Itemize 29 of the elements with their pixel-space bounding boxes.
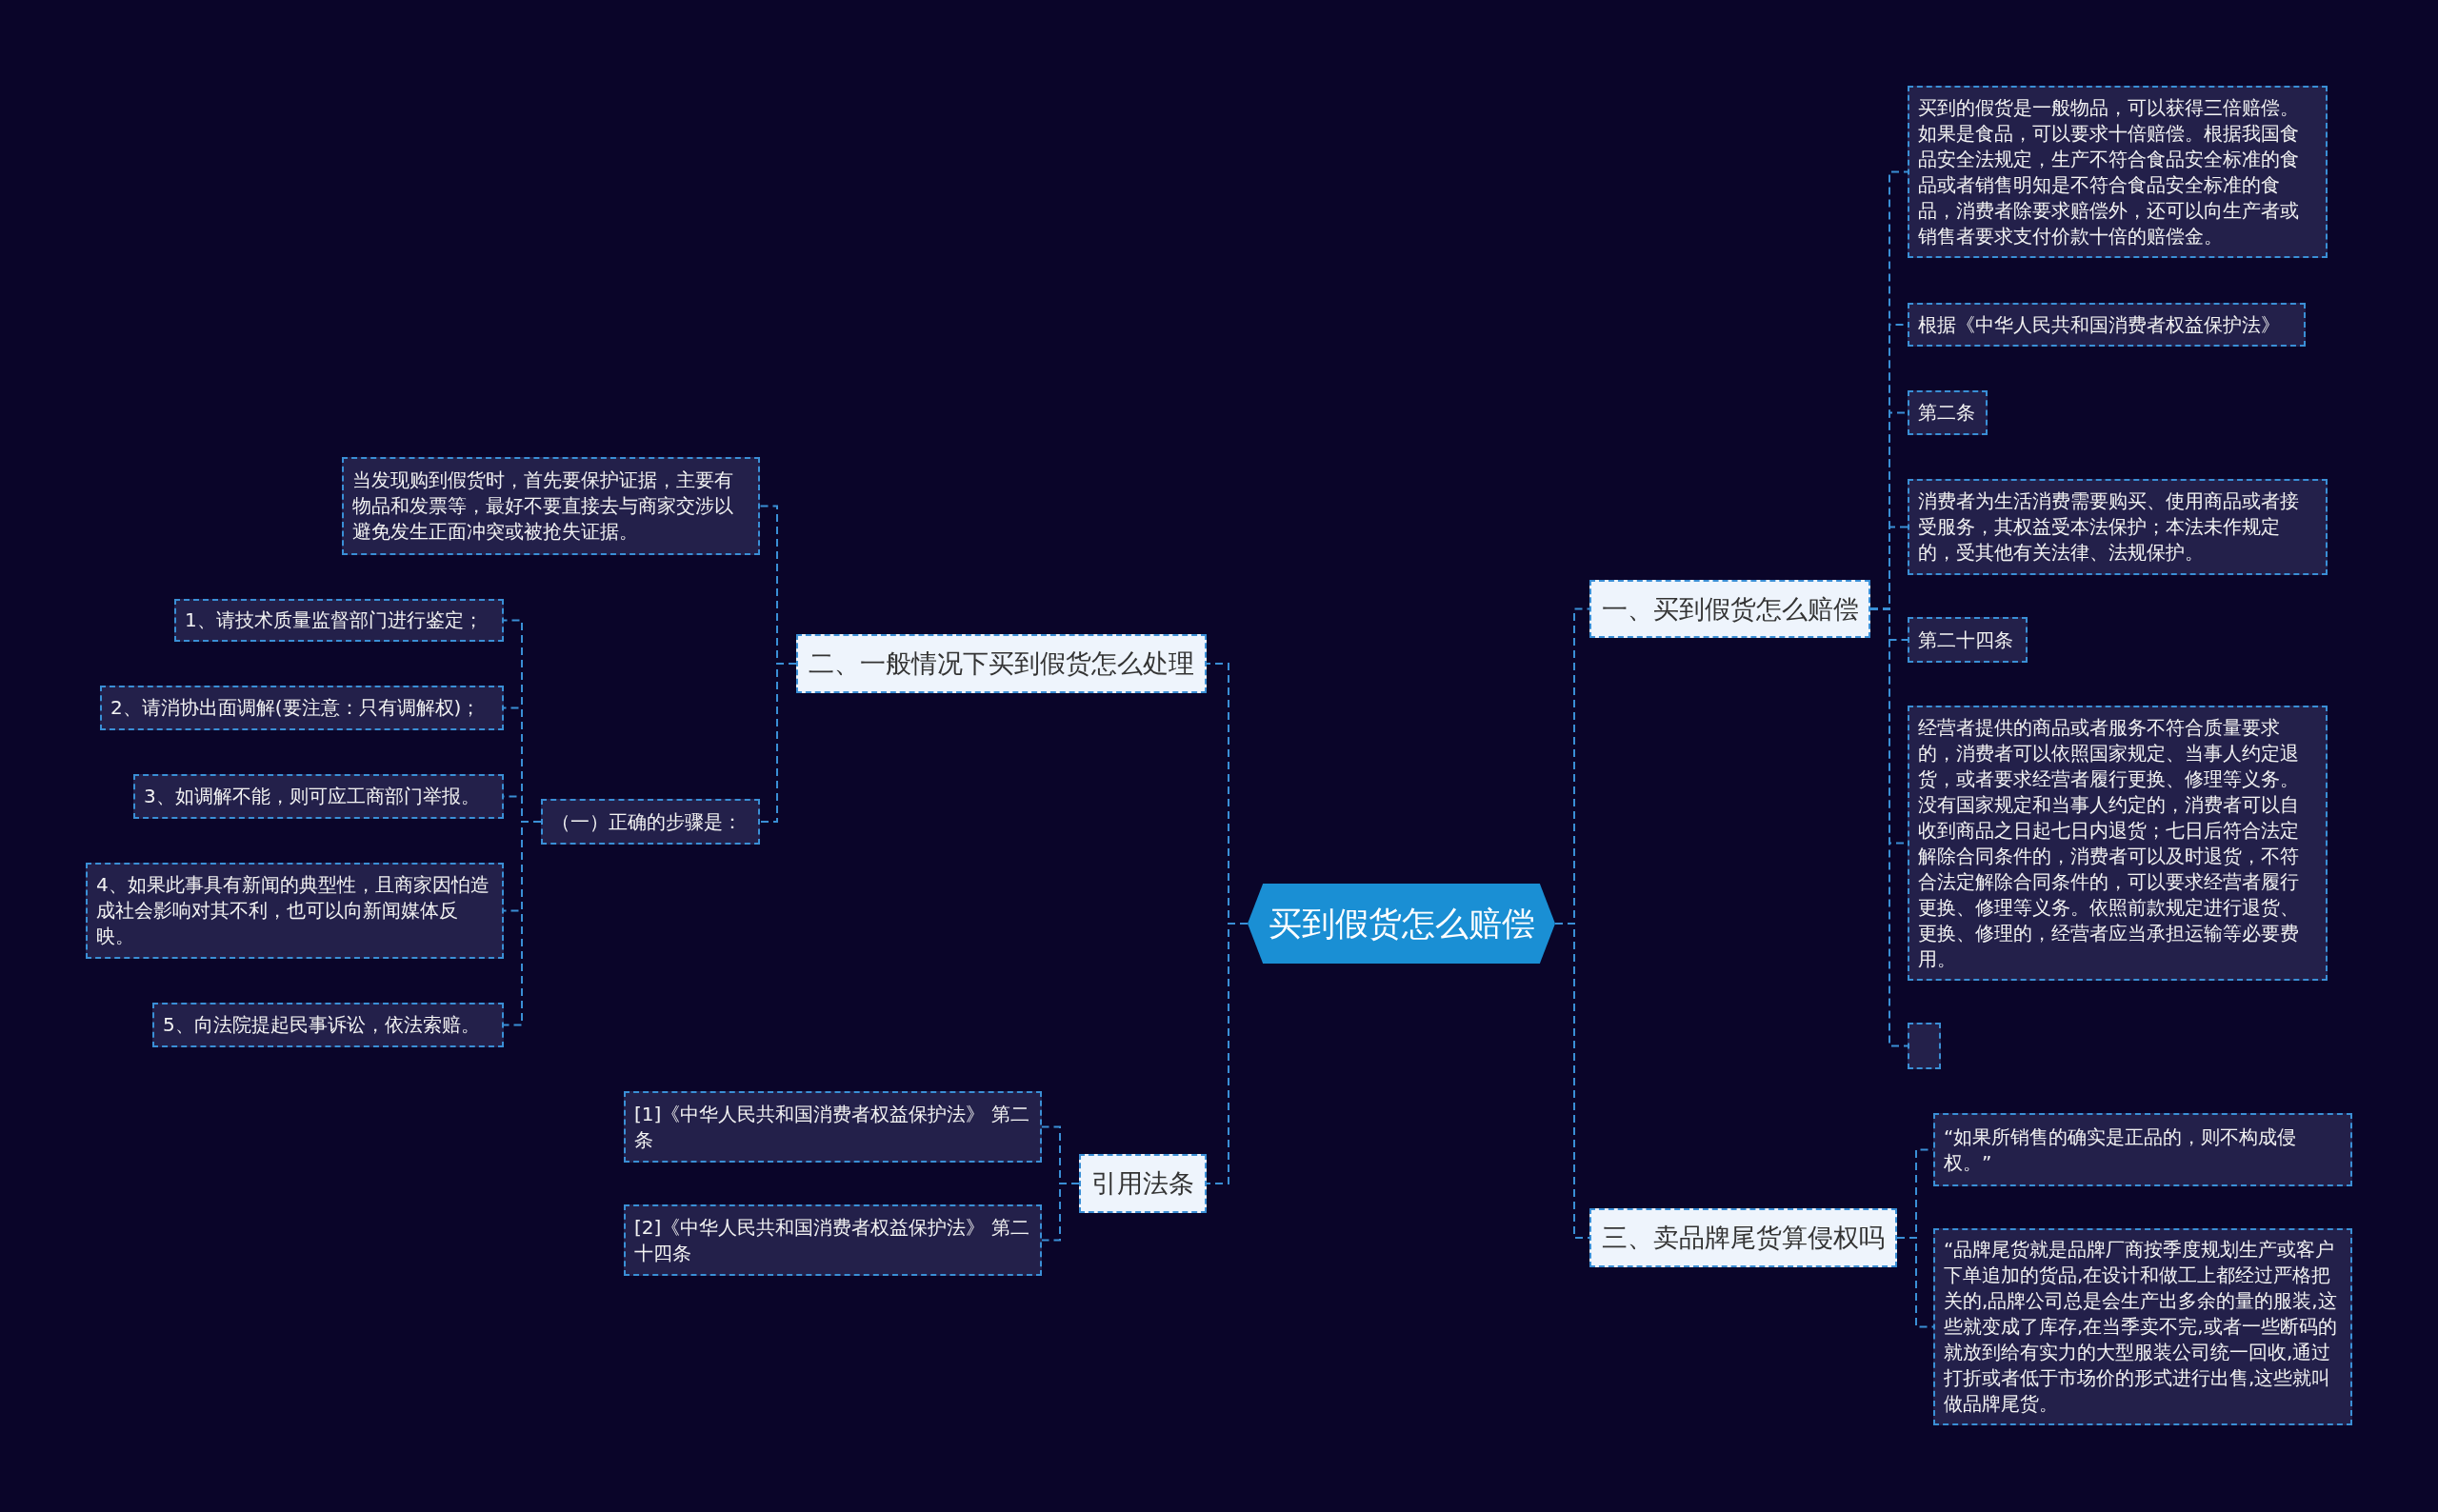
note-box: 第二十四条 — [1908, 617, 2028, 663]
connector-line — [503, 821, 542, 1026]
note-box: （一）正确的步骤是： — [541, 799, 760, 845]
empty-box — [1908, 1023, 1941, 1069]
note-box: 4、如果此事具有新闻的典型性，且商家因怕造成社会影响对其不利，也可以向新闻媒体反映。 — [86, 863, 504, 959]
note-box: 3、如调解不能，则可应工商部门举报。 — [133, 774, 504, 819]
note-box: 1、请技术质量监督部门进行鉴定； — [174, 599, 504, 642]
connector-line — [1041, 1183, 1080, 1242]
note-box: 根据《中华人民共和国消费者权益保护法》 — [1908, 303, 2306, 347]
note-box: [1]《中华人民共和国消费者权益保护法》 第二条 — [624, 1091, 1042, 1163]
note-box: “品牌尾货就是品牌厂商按季度规划生产或客户下单追加的货品,在设计和做工上都经过严格把关的,品牌公司总是会生产出多余的量的服装,这些就变成了库存,在当季卖不完,或者一些断码的就放到给有实力的大型服装公司统一回收,通过打折或者低于市场价的形式进行出售,这些就叫做品牌尾货。 — [1933, 1228, 2352, 1425]
note-box: 2、请消协出面调解(要注意：只有调解权)； — [100, 686, 504, 730]
connector-line — [1206, 923, 1249, 1184]
note-box: 5、向法院提起民事诉讼，依法索赔。 — [152, 1003, 504, 1047]
connector-line — [759, 663, 797, 823]
note-box: 第二条 — [1908, 390, 1988, 435]
central-topic: 买到假货怎么赔偿 — [1248, 884, 1555, 964]
connector-line — [1554, 923, 1590, 1239]
connector-line — [1896, 1237, 1934, 1328]
branch-box: 二、一般情况下买到假货怎么处理 — [796, 634, 1207, 693]
branch-box: 一、买到假货怎么赔偿 — [1589, 580, 1870, 638]
note-box: [2]《中华人民共和国消费者权益保护法》 第二十四条 — [624, 1204, 1042, 1276]
note-box: 当发现购到假货时，首先要保护证据，主要有物品和发票等，最好不要直接去与商家交涉以避免发生正面冲突或被抢失证据。 — [342, 457, 760, 555]
note-box: 经营者提供的商品或者服务不符合质量要求的，消费者可以依照国家规定、当事人约定退货，或者要求经营者履行更换、修理等义务。没有国家规定和当事人约定的，消费者可以自收到商品之日起七日内退货；七日后符合法定解除合同条件的，消费者可以及时退货，不符合法定解除合同条件的，可以要求经营者履行更换、修理等义务。依照前款规定进行退货、更换、修理的，经营者应当承担运输等必要费用。 — [1908, 706, 2328, 981]
note-box: “如果所销售的确实是正品的，则不构成侵权。” — [1933, 1113, 2352, 1186]
note-box: 消费者为生活消费需要购买、使用商品或者接受服务，其权益受本法保护；本法未作规定的，受其他有关法律、法规保护。 — [1908, 479, 2328, 575]
branch-box: 三、卖品牌尾货算侵权吗 — [1589, 1208, 1897, 1267]
branch-box: 引用法条 — [1079, 1154, 1207, 1213]
note-box: 买到的假货是一般物品，可以获得三倍赔偿。如果是食品，可以要求十倍赔偿。根据我国食品安全法规定，生产不符合食品安全标准的食品或者销售明知是不符合食品安全标准的食品，消费者除要求赔偿外，还可以向生产者或销售者要求支付价款十倍的赔偿金。 — [1908, 86, 2328, 258]
